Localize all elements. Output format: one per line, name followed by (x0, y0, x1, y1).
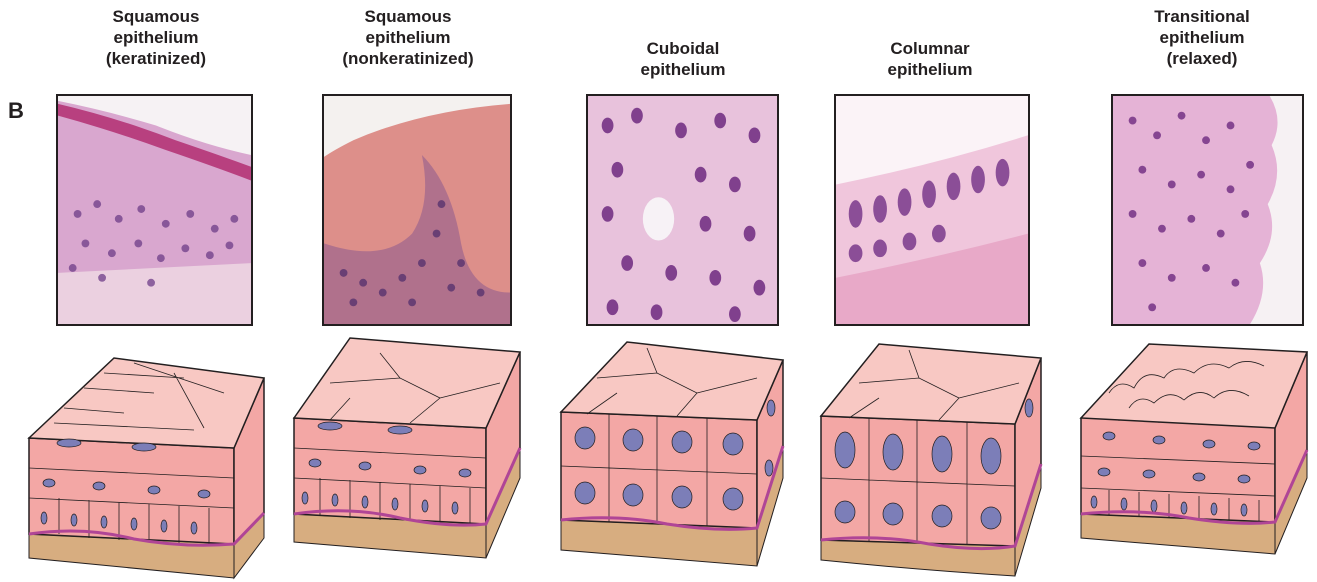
diagram-squamous-keratinized (24, 338, 270, 580)
histology-micrograph-icon (324, 96, 510, 324)
tissue-block-icon (819, 338, 1045, 582)
title-line: epithelium (810, 59, 1050, 80)
title-line: Squamous (36, 6, 276, 27)
histology-micrograph-icon (588, 96, 777, 324)
title-line: (relaxed) (1082, 48, 1317, 69)
title-line: Columnar (810, 38, 1050, 59)
diagram-transitional (1079, 338, 1313, 570)
title-line: (nonkeratinized) (288, 48, 528, 69)
title-squamous-nonkeratinized: Squamous epithelium (nonkeratinized) (288, 6, 528, 69)
panel-label: B (8, 98, 24, 124)
tissue-block-icon (290, 338, 526, 574)
micrograph-columnar (834, 94, 1030, 326)
micrograph-squamous-keratinized (56, 94, 253, 326)
tissue-block-icon (1079, 338, 1313, 570)
title-transitional: Transitional epithelium (relaxed) (1082, 6, 1317, 69)
histology-micrograph-icon (58, 96, 251, 324)
diagram-cuboidal (557, 338, 789, 578)
micrograph-squamous-nonkeratinized (322, 94, 512, 326)
title-line: epithelium (1082, 27, 1317, 48)
histology-micrograph-icon (1113, 96, 1302, 324)
tissue-block-icon (557, 338, 789, 578)
title-cuboidal: Cuboidal epithelium (563, 38, 803, 80)
title-columnar: Columnar epithelium (810, 38, 1050, 80)
tissue-block-icon (24, 338, 270, 580)
title-line: epithelium (288, 27, 528, 48)
title-line: (keratinized) (36, 48, 276, 69)
histology-micrograph-icon (836, 96, 1028, 324)
title-line: Cuboidal (563, 38, 803, 59)
micrograph-cuboidal (586, 94, 779, 326)
title-line: epithelium (36, 27, 276, 48)
micrograph-transitional (1111, 94, 1304, 326)
title-line: epithelium (563, 59, 803, 80)
diagram-columnar (819, 338, 1045, 582)
title-line: Transitional (1082, 6, 1317, 27)
diagram-squamous-nonkeratinized (290, 338, 526, 574)
title-squamous-keratinized: Squamous epithelium (keratinized) (36, 6, 276, 69)
title-line: Squamous (288, 6, 528, 27)
